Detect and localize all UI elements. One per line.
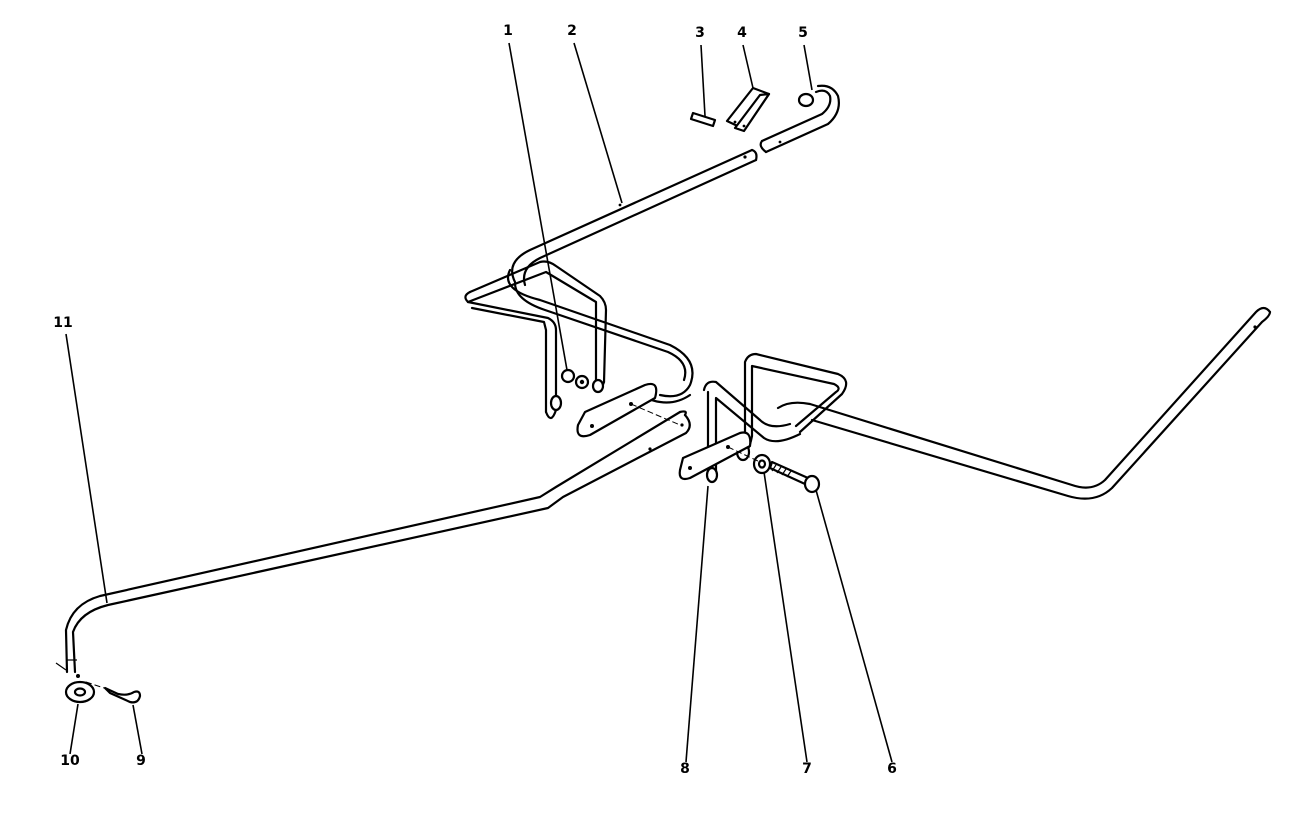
part-10-washer (64, 680, 96, 704)
left-bracket (464, 260, 608, 420)
part-1-washer-nut (560, 368, 590, 390)
callout-9: 9 (136, 753, 146, 769)
callout-6: 6 (887, 761, 897, 777)
callout-10: 10 (60, 753, 80, 769)
callout-11: 11 (53, 315, 73, 331)
part-5-hooked-rod-end (759, 84, 840, 154)
callout-1: 1 (503, 23, 513, 39)
part-6-bolt (768, 460, 821, 494)
leader-lines (65, 42, 893, 763)
part-4-clip (725, 86, 771, 133)
callout-2: 2 (567, 23, 577, 39)
part-9-cotter-pin (85, 681, 142, 704)
callout-3: 3 (695, 25, 705, 41)
callout-8: 8 (680, 761, 690, 777)
assembly-axis-right (727, 446, 761, 463)
right-long-rod (776, 306, 1272, 500)
callout-5: 5 (798, 25, 808, 41)
part-11-lower-rod (55, 410, 691, 678)
part-7-washer (752, 453, 772, 475)
callout-4: 4 (737, 25, 747, 41)
center-link-plate (576, 382, 658, 438)
callout-7: 7 (802, 761, 812, 777)
part-3-pin (689, 111, 717, 128)
